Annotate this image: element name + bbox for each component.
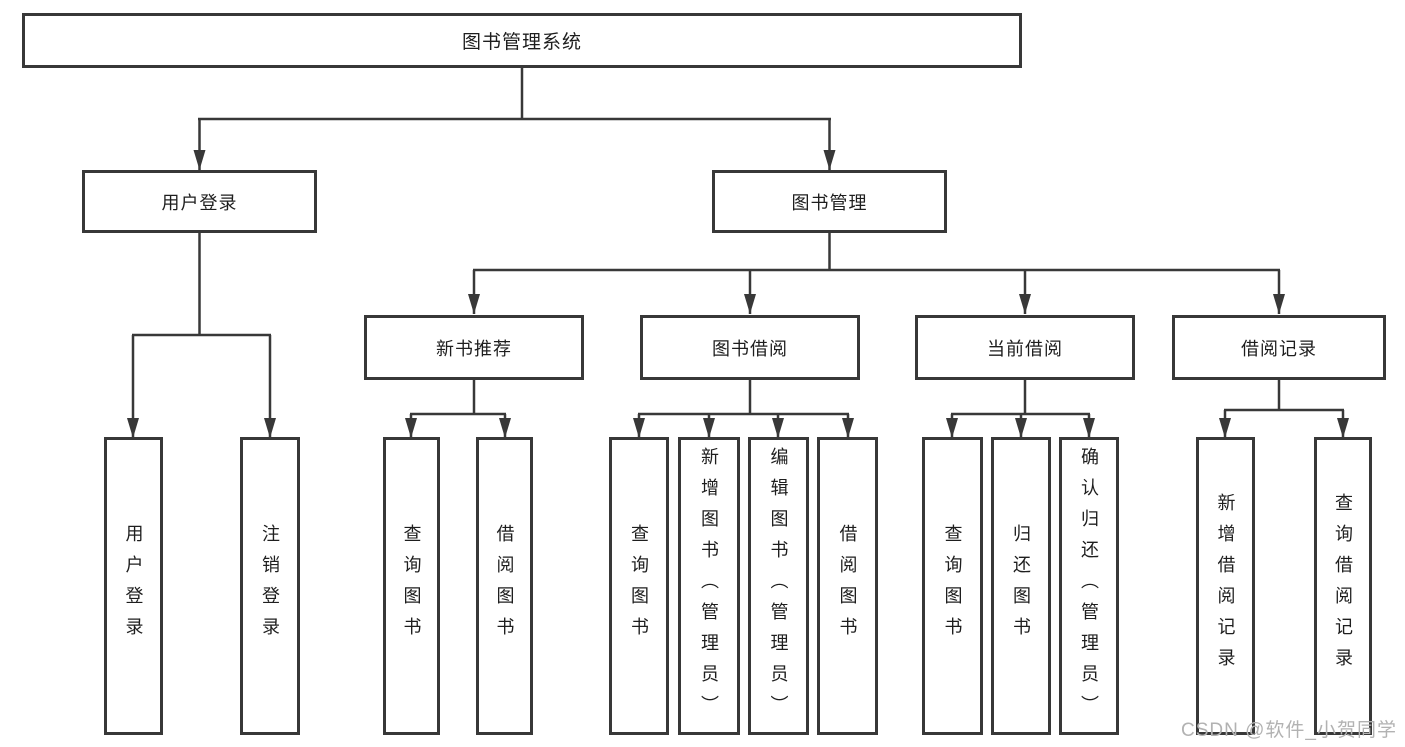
leaf-query-books: 查询图书 <box>609 437 669 735</box>
arrow-connectors <box>127 119 1349 438</box>
leaf-return-books: 归还图书 <box>991 437 1051 735</box>
node-label: 新增图书（管理员） <box>699 446 719 726</box>
node-label: 用户登录 <box>161 192 238 213</box>
node-label: 查询图书 <box>629 524 649 648</box>
node-label: 编辑图书（管理员） <box>768 446 789 726</box>
leaf-confirm-return-admin: 确认归还（管理员） <box>1059 437 1119 735</box>
node-label: 确认归还（管理员） <box>1079 446 1099 726</box>
leaf-logout: 注销登录 <box>240 437 300 735</box>
node-label: 图书管理 <box>791 192 868 213</box>
node-label: 图书借阅 <box>712 338 788 359</box>
csdn-watermark: CSDN @软件_小贺同学 <box>1181 720 1397 741</box>
node-label: 查询图书 <box>401 524 422 648</box>
leaf-add-books-admin: 新增图书（管理员） <box>678 437 740 735</box>
leaf-query-borrow-record: 查询借阅记录 <box>1314 437 1372 735</box>
node-label: 借阅图书 <box>837 524 858 648</box>
node-label: 当前借阅 <box>987 338 1063 359</box>
leaf-add-borrow-record: 新增借阅记录 <box>1196 437 1255 735</box>
node-user-login: 用户登录 <box>82 170 317 233</box>
node-label: 注销登录 <box>260 524 280 648</box>
node-label: 用户登录 <box>123 524 144 648</box>
node-label: 新书推荐 <box>436 338 512 359</box>
node-label: 图书管理系统 <box>461 32 582 53</box>
node-borrow-records: 借阅记录 <box>1172 315 1386 380</box>
node-book-management: 图书管理 <box>712 170 947 233</box>
leaf-edit-books-admin: 编辑图书（管理员） <box>748 437 809 735</box>
node-label: 借阅记录 <box>1241 338 1317 359</box>
node-label: 借阅图书 <box>494 524 515 648</box>
plain-connectors <box>132 68 1344 416</box>
leaf-query-books-current: 查询图书 <box>922 437 983 735</box>
node-new-book-recommend: 新书推荐 <box>364 315 584 380</box>
leaf-user-login: 用户登录 <box>104 437 163 735</box>
leaf-borrow-books-recommend: 借阅图书 <box>476 437 533 735</box>
node-current-borrow: 当前借阅 <box>915 315 1135 380</box>
node-label: 新增借阅记录 <box>1215 493 1236 679</box>
node-label: 查询借阅记录 <box>1333 493 1353 679</box>
node-book-borrow: 图书借阅 <box>640 315 860 380</box>
node-label: 归还图书 <box>1011 524 1031 648</box>
leaf-borrow-books: 借阅图书 <box>817 437 878 735</box>
leaf-query-books-recommend: 查询图书 <box>383 437 440 735</box>
node-label: 查询图书 <box>942 524 963 648</box>
node-system-root: 图书管理系统 <box>22 13 1022 68</box>
